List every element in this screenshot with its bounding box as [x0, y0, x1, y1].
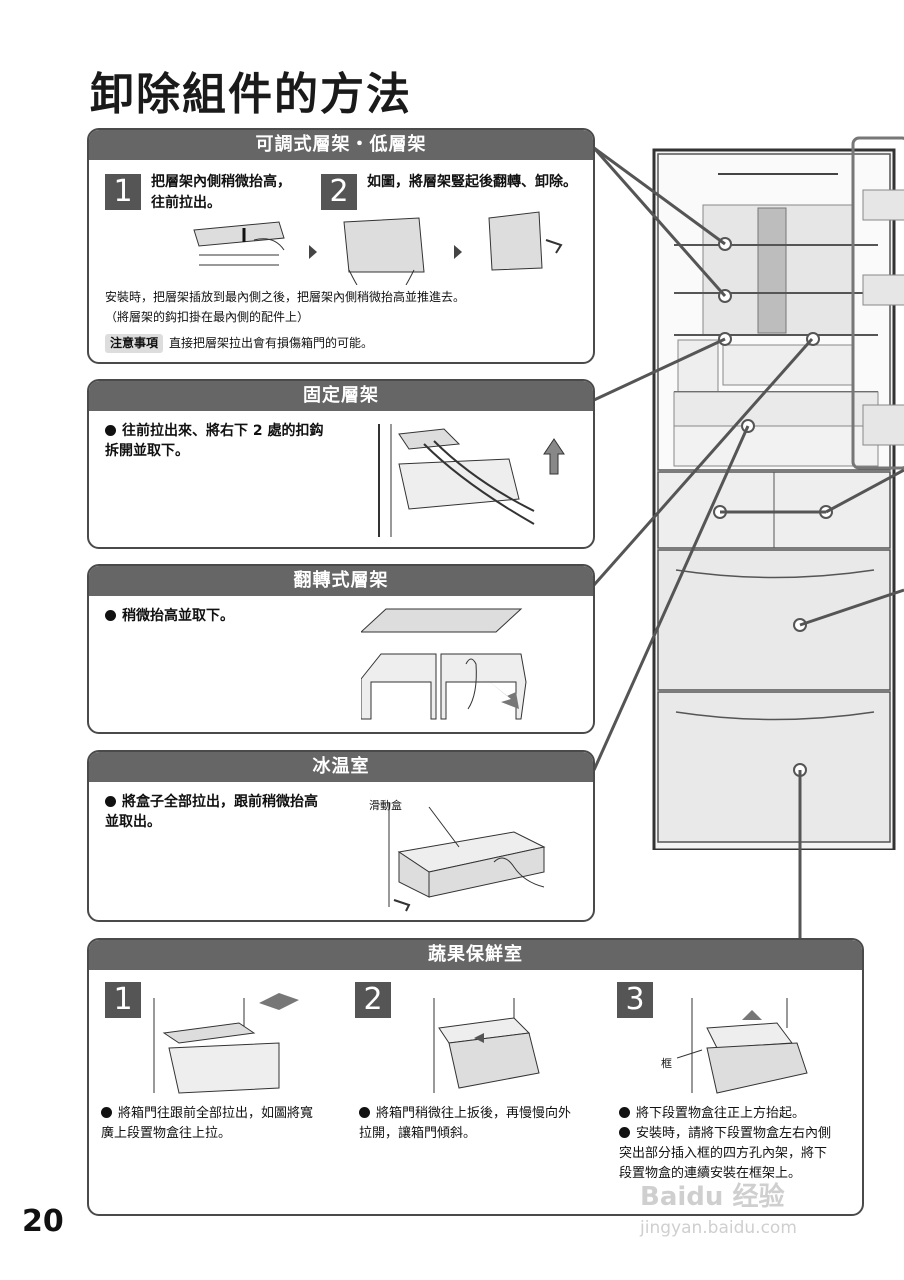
chilled-room-instruction: 將盒子全部拉出，跟前稍微抬高並取出。 [105, 792, 325, 832]
adjustable-shelf-header: 可調式層架・低層架 [89, 130, 593, 160]
veg-step-3-illustration [677, 988, 817, 1098]
flip-shelf-header: 翻轉式層架 [89, 566, 593, 596]
step-2-text: 如圖，將層架豎起後翻轉、卸除。 [367, 172, 577, 193]
flip-shelf-illustration [361, 604, 541, 724]
veg-step-1-illustration [149, 988, 319, 1098]
chilled-room-illustration [384, 792, 574, 912]
chilled-room-header: 冰温室 [89, 752, 593, 782]
veg-step-2-instruction: 將箱門稍微往上扳後，再慢慢向外拉開，讓箱門傾斜。 [359, 1104, 579, 1144]
veg-step-3-text-1: 將下段置物盒往正上方抬起。 [636, 1106, 805, 1121]
caution-label: 注意事項 [105, 334, 163, 353]
step-1-text: 把層架內側稍微抬高，往前拉出。 [151, 172, 301, 214]
veg-step-1-text: 將箱門往跟前全部拉出，如圖將寬廣上段置物盒往上拉。 [101, 1106, 313, 1141]
shelf-removal-illustration [184, 210, 584, 285]
step-1-badge: 1 [105, 174, 141, 210]
frame-label: 框 [661, 1054, 672, 1073]
step-2-badge: 2 [321, 174, 357, 210]
vegetable-room-header: 蔬果保鮮室 [89, 940, 862, 970]
flip-shelf-panel: 翻轉式層架 稍微抬高並取下。 [87, 564, 595, 734]
veg-step-2-illustration [419, 988, 559, 1098]
bullet-dot [101, 1107, 112, 1118]
flip-shelf-text: 稍微抬高並取下。 [122, 608, 234, 624]
install-text: 安裝時，把層架插放到最內側之後，把層架內側稍微抬高並推進去。 [105, 288, 585, 307]
veg-step-2-badge: 2 [355, 982, 391, 1018]
veg-step-3-badge: 3 [617, 982, 653, 1018]
veg-step-3-bullet-1: 將下段置物盒往正上方抬起。 [619, 1104, 859, 1124]
flip-shelf-instruction: 稍微抬高並取下。 [105, 606, 325, 626]
watermark-logo: Baidu 经验 [640, 1176, 784, 1213]
chilled-room-panel: 冰温室 將盒子全部拉出，跟前稍微抬高並取出。 滑動盒 [87, 750, 595, 922]
fixed-shelf-header: 固定層架 [89, 381, 593, 411]
bullet-dot [619, 1127, 630, 1138]
page-number: 20 [22, 1204, 64, 1239]
watermark-url: jingyan.baidu.com [640, 1218, 797, 1238]
bullet-dot [105, 610, 116, 621]
vegetable-room-panel: 蔬果保鮮室 1 將箱門往跟前全部拉出，如圖將寬廣上段置物盒往上拉。 2 將箱門稍… [87, 938, 864, 1216]
veg-step-3-text-2: 安裝時，請將下段置物盒左右內側突出部分插入框的四方孔內架，將下段置物盒的連續安裝… [619, 1126, 831, 1181]
fixed-shelf-text: 往前拉出來、將右下 2 處的扣鈎拆開並取下。 [105, 423, 324, 459]
veg-step-3-bullet-2: 安裝時，請將下段置物盒左右內側突出部分插入框的四方孔內架，將下段置物盒的連續安裝… [619, 1124, 831, 1184]
bullet-dot [619, 1107, 630, 1118]
adjustable-shelf-panel: 可調式層架・低層架 1 把層架內側稍微抬高，往前拉出。 2 如圖，將層架豎起後翻… [87, 128, 595, 364]
fixed-shelf-panel: 固定層架 往前拉出來、將右下 2 處的扣鈎拆開並取下。 [87, 379, 595, 549]
bullet-dot [105, 796, 116, 807]
veg-step-1-instruction: 將箱門往跟前全部拉出，如圖將寬廣上段置物盒往上拉。 [101, 1104, 321, 1144]
install-subtext: （將層架的鈎扣掛在最內側的配件上） [105, 308, 585, 327]
fridge-illustration [648, 130, 904, 850]
fixed-shelf-instruction: 往前拉出來、將右下 2 處的扣鈎拆開並取下。 [105, 421, 325, 461]
fixed-shelf-illustration [369, 419, 569, 539]
veg-step-2-text: 將箱門稍微往上扳後，再慢慢向外拉開，讓箱門傾斜。 [359, 1106, 571, 1141]
bullet-dot [105, 425, 116, 436]
bullet-dot [359, 1107, 370, 1118]
chilled-room-text: 將盒子全部拉出，跟前稍微抬高並取出。 [105, 794, 318, 830]
caution-line: 注意事項直接把層架拉出會有損傷箱門的可能。 [105, 334, 585, 353]
page-title: 卸除組件的方法 [90, 58, 412, 122]
veg-step-1-badge: 1 [105, 982, 141, 1018]
caution-text: 直接把層架拉出會有損傷箱門的可能。 [169, 336, 373, 350]
